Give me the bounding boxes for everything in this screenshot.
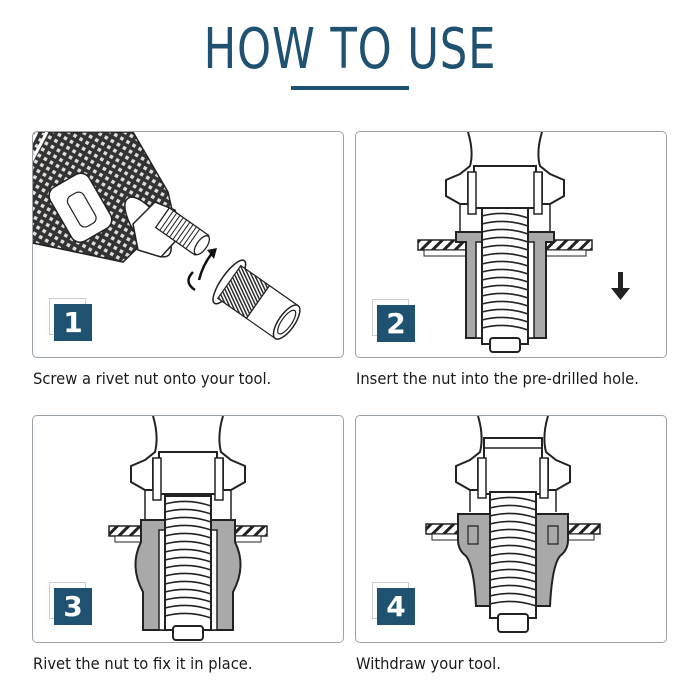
step-3-panel: 3 — [32, 415, 344, 643]
step-1-caption: Screw a rivet nut onto your tool. — [33, 369, 272, 388]
withdraw-tool-cross-section-icon — [425, 416, 601, 633]
page-title: HOW TO USE — [203, 17, 497, 82]
step-1-panel: 1 — [32, 131, 344, 358]
step-2-panel: 2 — [355, 131, 667, 358]
title-underline — [291, 86, 409, 90]
step-3-caption: Rivet the nut to fix it in place. — [33, 654, 253, 673]
rivet-nut-cross-section-icon — [108, 416, 268, 641]
insert-nut-cross-section-icon — [417, 132, 630, 353]
step-4-number-badge: 4 — [377, 588, 415, 625]
tool-with-rivet-nut-icon — [33, 132, 301, 340]
step-4-panel: 4 — [355, 415, 667, 643]
step-4-caption: Withdraw your tool. — [356, 654, 501, 673]
step-2-caption: Insert the nut into the pre-drilled hole… — [356, 369, 639, 388]
step-3-number-badge: 3 — [54, 588, 92, 625]
step-2-number-badge: 2 — [377, 305, 415, 342]
step-1-number-badge: 1 — [54, 304, 92, 341]
